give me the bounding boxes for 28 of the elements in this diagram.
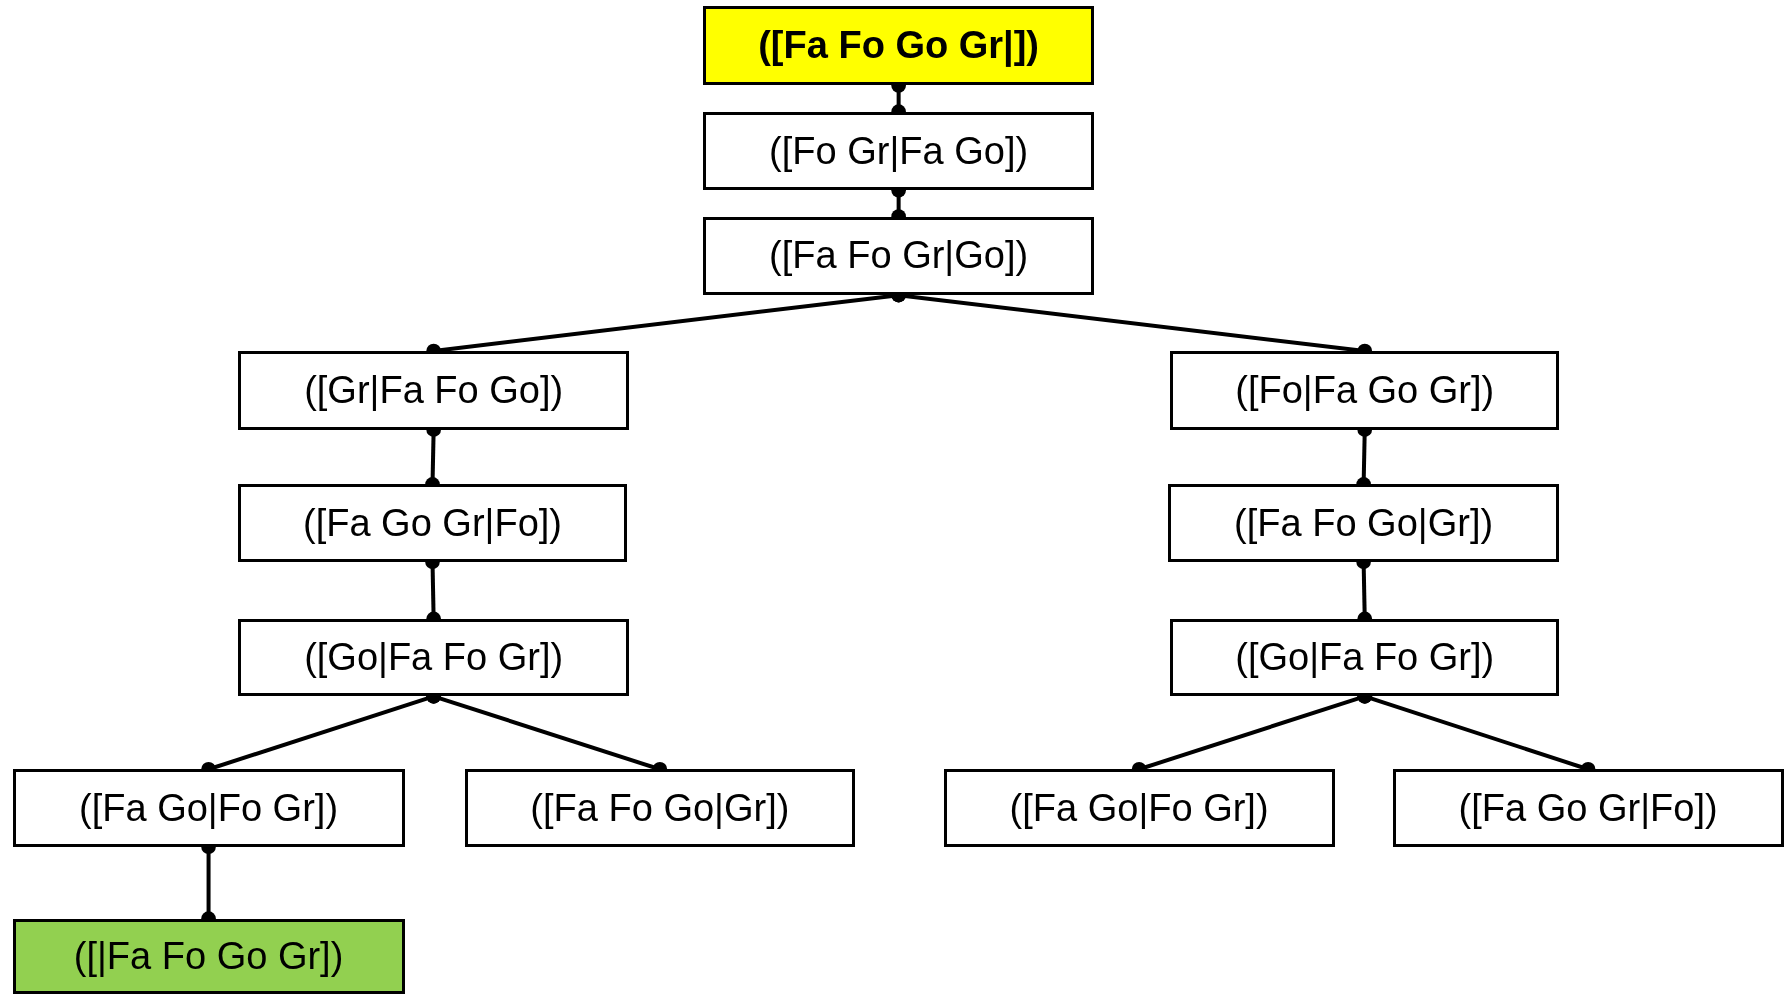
state-box xyxy=(1170,351,1560,430)
state-box xyxy=(12,918,405,994)
state-label: ([Fo|Fa Go Gr]) xyxy=(1235,368,1495,412)
state-box xyxy=(12,769,405,847)
state-label: ([Fa Fo Go|Gr]) xyxy=(530,786,790,830)
state-label: ([Fa Fo Gr|Go]) xyxy=(769,234,1029,278)
state-box xyxy=(703,111,1095,191)
state-label: ([Fa Fo Go Gr|]) xyxy=(758,24,1040,68)
state-label: ([Fa Go Gr|Fo]) xyxy=(303,501,562,545)
state-box xyxy=(238,351,630,430)
state-box xyxy=(1168,484,1560,562)
state-label: ([Fa Fo Go|Gr]) xyxy=(1234,501,1494,545)
state-label: ([Gr|Fa Fo Go]) xyxy=(304,368,564,412)
state-label: ([Fo Gr|Fa Go]) xyxy=(769,129,1029,173)
state-label: ([Fa Go|Fo Gr]) xyxy=(1009,786,1269,830)
state-label: ([Go|Fa Fo Gr]) xyxy=(1235,636,1495,680)
state-label: ([Fa Go Gr|Fo]) xyxy=(1458,786,1718,830)
state-box xyxy=(943,769,1335,847)
state-box xyxy=(1170,618,1560,697)
state-box xyxy=(1392,769,1784,847)
state-box xyxy=(238,618,630,697)
state-label: ([Fa Go|Fo Gr]) xyxy=(79,786,339,830)
state-box xyxy=(703,5,1095,86)
state-label: ([|Fa Fo Go Gr]) xyxy=(73,934,344,978)
state-box xyxy=(238,484,627,562)
state-box xyxy=(465,769,855,847)
state-box xyxy=(703,216,1095,296)
state-label: ([Go|Fa Fo Gr]) xyxy=(304,636,564,680)
